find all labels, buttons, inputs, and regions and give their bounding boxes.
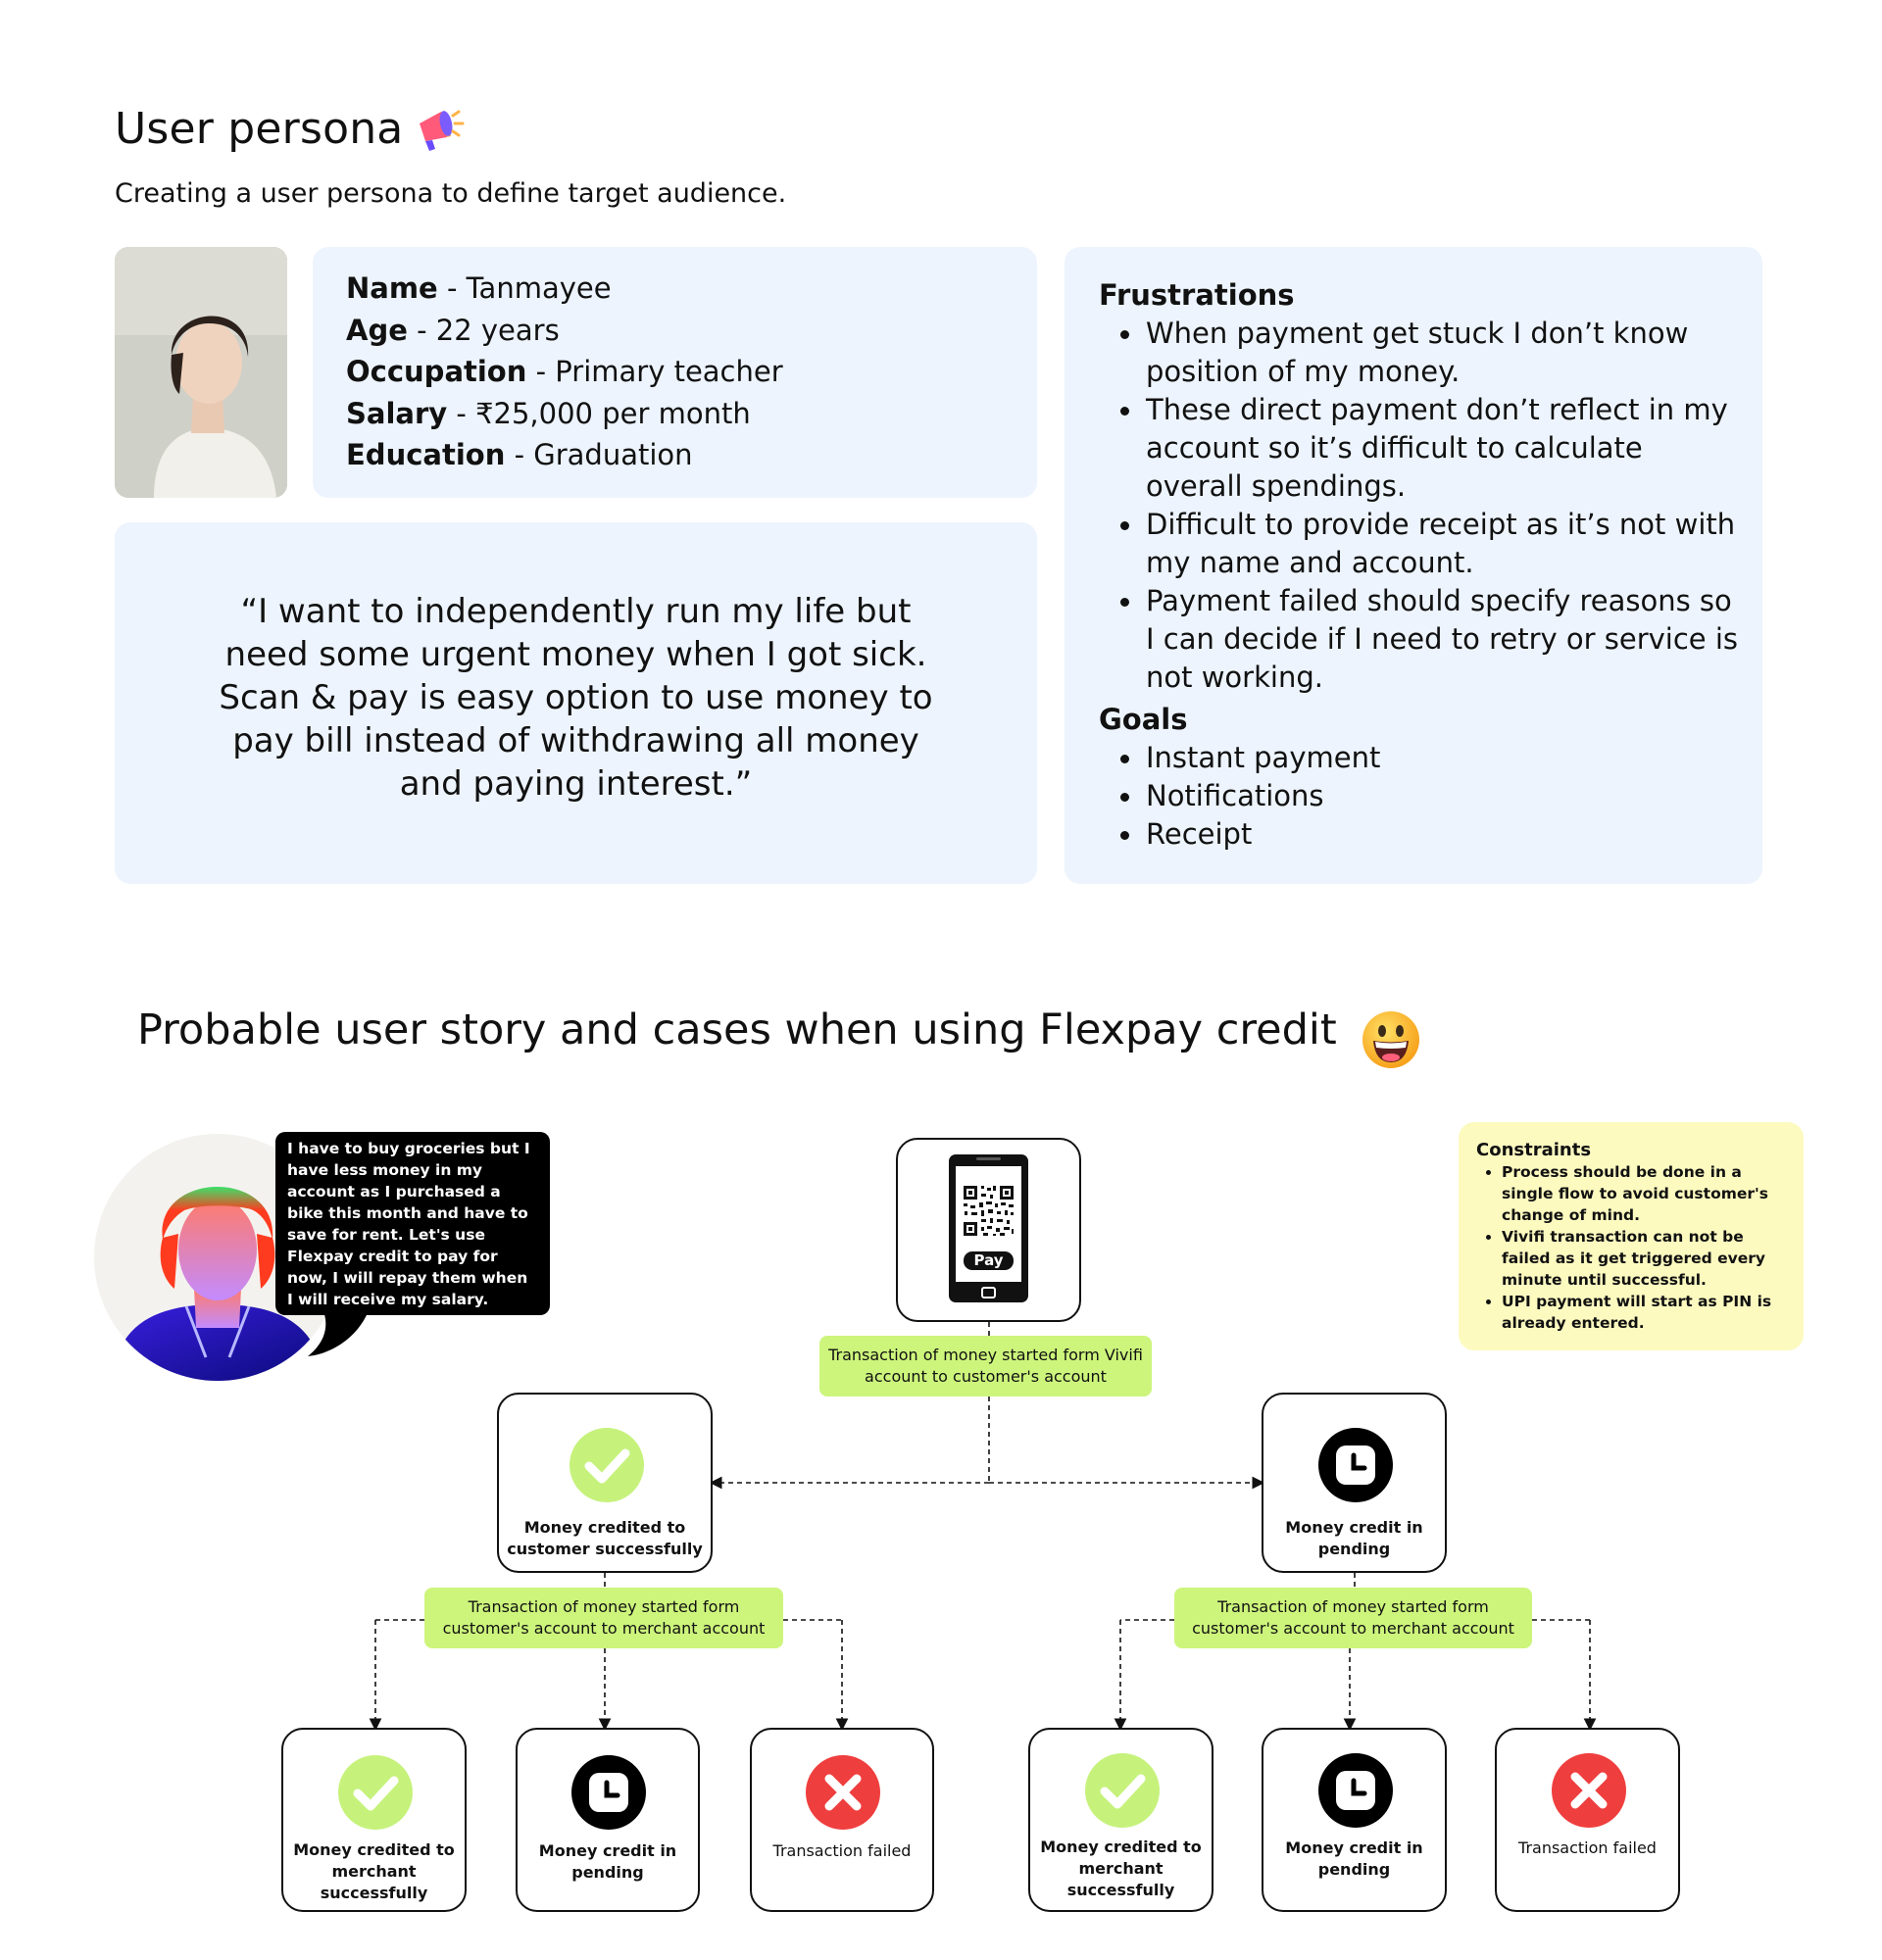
pill-right-merchant-transaction: Transaction of money started form custom… [1174, 1588, 1532, 1648]
list-item: When payment get stuck I don’t know posi… [1099, 315, 1746, 391]
check-circle-icon [570, 1428, 644, 1506]
node-credited-customer: Money credited to customer successfully [497, 1393, 713, 1573]
persona-photo [115, 247, 287, 498]
outcome-label: Money credit in pending [538, 1841, 677, 1882]
goals-title: Goals [1099, 703, 1188, 736]
constraints-note: Constraints Process should be done in a … [1459, 1122, 1804, 1350]
story-title: Probable user story and cases when using… [137, 1005, 1337, 1054]
list-item: Receipt [1099, 815, 1746, 854]
clock-icon [571, 1755, 646, 1834]
persona-quote-card: “I want to independently run my life but… [115, 522, 1037, 884]
outcome-right-success: Money credited to merchant successfully [1028, 1728, 1213, 1912]
speech-bubble: I have to buy groceries but I have less … [275, 1132, 550, 1315]
persona-info-card: Name - Tanmayee Age - 22 years Occupatio… [313, 247, 1037, 498]
outcome-label: Money credit in pending [1285, 1838, 1423, 1879]
clock-icon [1318, 1428, 1393, 1506]
list-item: Notifications [1099, 777, 1746, 815]
outcome-label: Money credited to merchant successfully [1040, 1838, 1202, 1899]
frustrations-title: Frustrations [1099, 278, 1295, 312]
persona-quote: “I want to independently run my life but… [219, 592, 933, 804]
outcome-left-success: Money credited to merchant successfully [281, 1728, 467, 1912]
pill-vivifi-transaction: Transaction of money started form Vivifi… [819, 1336, 1152, 1396]
clock-icon [1318, 1753, 1393, 1832]
persona-needs-card: Frustrations When payment get stuck I do… [1065, 247, 1762, 884]
persona-subtitle: Creating a user persona to define target… [115, 178, 787, 209]
pay-label: Pay [973, 1251, 1004, 1269]
persona-title: User persona [115, 104, 404, 154]
node-label: Money credit in pending [1285, 1518, 1423, 1558]
constraints-list: Process should be done in a single flow … [1476, 1161, 1786, 1334]
pill-left-merchant-transaction: Transaction of money started form custom… [424, 1588, 783, 1648]
list-item: Instant payment [1099, 739, 1746, 777]
node-label: Money credited to customer successfully [507, 1518, 703, 1558]
grinning-face-icon [1361, 1009, 1421, 1070]
check-circle-icon [338, 1755, 413, 1834]
info-name: Name - Tanmayee [346, 271, 612, 305]
check-circle-icon [1085, 1753, 1160, 1832]
outcome-label: Transaction failed [1518, 1838, 1657, 1857]
goals-list: Instant payment Notifications Receipt [1099, 739, 1746, 854]
list-item: Payment failed should specify reasons so… [1099, 582, 1746, 697]
scan-pay-node: Pay [896, 1138, 1081, 1322]
info-salary: Salary - ₹25,000 per month [346, 396, 751, 430]
info-occupation: Occupation - Primary teacher [346, 355, 783, 388]
node-pending-customer: Money credit in pending [1262, 1393, 1447, 1573]
info-education: Education - Graduation [346, 438, 693, 471]
frustrations-list: When payment get stuck I don’t know posi… [1099, 315, 1746, 697]
megaphone-icon [412, 102, 467, 157]
phone-qr-icon: Pay [947, 1152, 1030, 1304]
constraints-title: Constraints [1476, 1140, 1592, 1160]
info-age: Age - 22 years [346, 313, 560, 347]
outcome-label: Transaction failed [772, 1841, 912, 1860]
list-item: These direct payment don’t reflect in my… [1099, 391, 1746, 506]
list-item: Process should be done in a single flow … [1476, 1161, 1786, 1226]
outcome-left-pending: Money credit in pending [516, 1728, 700, 1912]
list-item: UPI payment will start as PIN is already… [1476, 1291, 1786, 1334]
outcome-label: Money credited to merchant successfully [293, 1840, 455, 1902]
x-circle-icon [1552, 1753, 1626, 1832]
x-circle-icon [806, 1755, 880, 1834]
outcome-left-failed: Transaction failed [750, 1728, 934, 1912]
outcome-right-failed: Transaction failed [1495, 1728, 1680, 1912]
list-item: Vivifi transaction can not be failed as … [1476, 1226, 1786, 1291]
outcome-right-pending: Money credit in pending [1262, 1728, 1447, 1912]
list-item: Difficult to provide receipt as it’s not… [1099, 506, 1746, 582]
